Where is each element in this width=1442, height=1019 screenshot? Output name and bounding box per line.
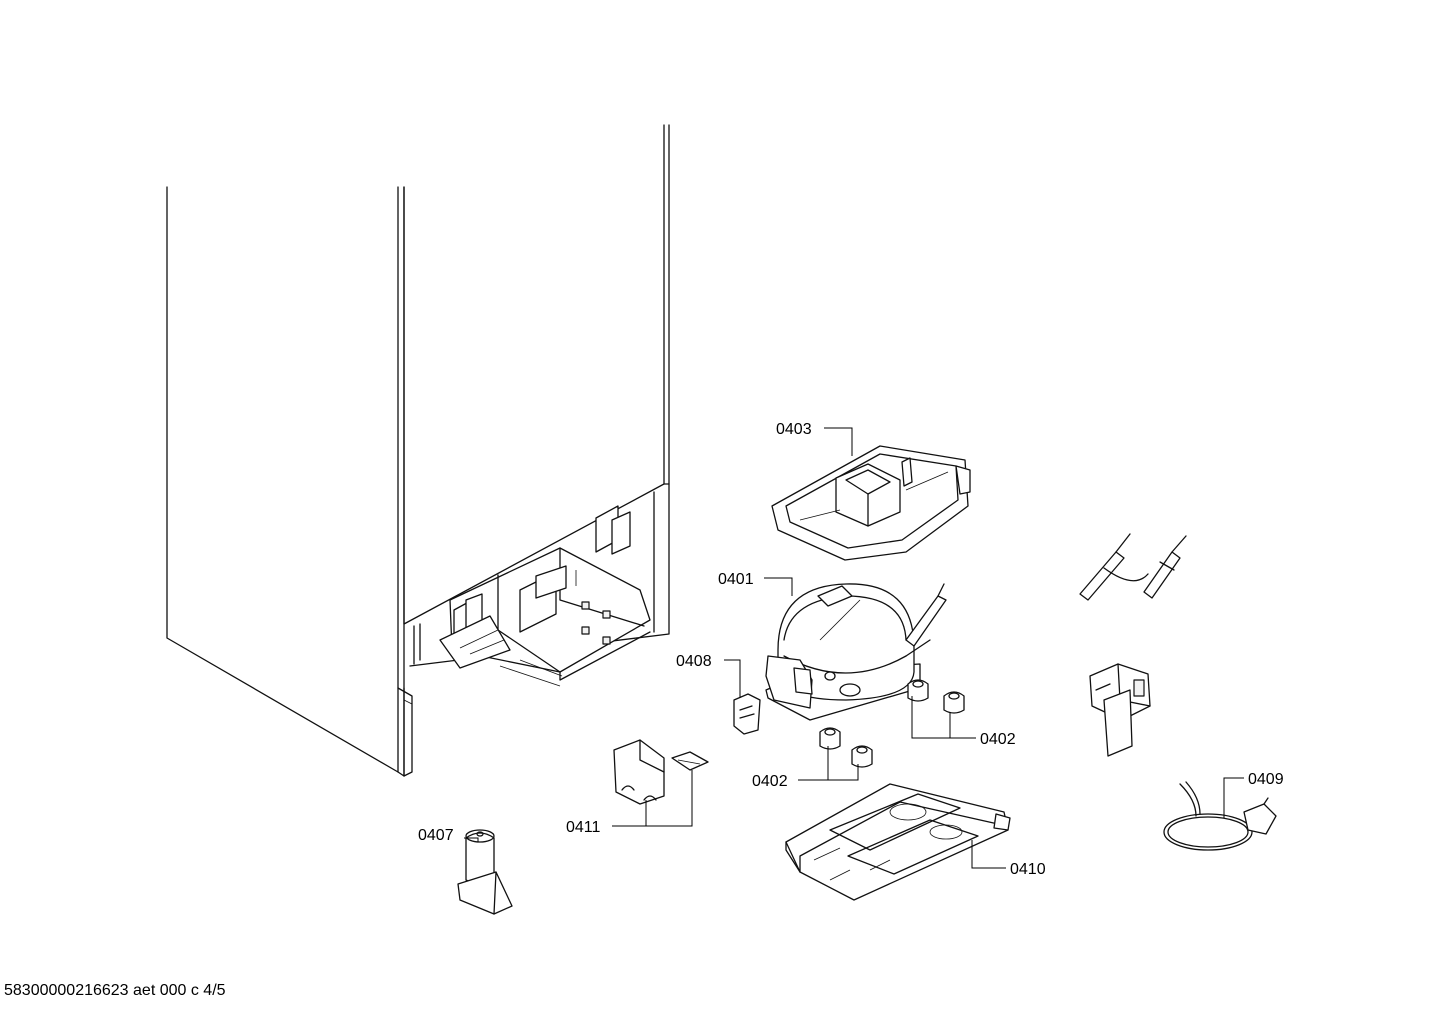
part-label-0402-right: 0402 [980, 731, 1016, 748]
part-label-0409: 0409 [1248, 771, 1284, 788]
grommets-0402 [819, 679, 965, 768]
part-label-0410: 0410 [1010, 861, 1046, 878]
part-label-0407: 0407 [418, 827, 454, 844]
drip-tray-0403 [771, 445, 971, 561]
document-code: 58300000216623 aet 000 c 4/5 [4, 982, 226, 999]
leader-lines [464, 427, 1244, 869]
part-label-0408: 0408 [676, 653, 712, 670]
relay-connector [1089, 663, 1151, 757]
part-label-0411: 0411 [566, 819, 601, 836]
clip-0408 [733, 693, 761, 735]
cover-0411 [613, 739, 709, 805]
compressor-0401 [765, 583, 947, 721]
power-cord-0409 [1163, 781, 1277, 851]
part-0407 [457, 829, 513, 915]
part-label-0403: 0403 [776, 421, 812, 438]
part-label-0401: 0401 [718, 571, 754, 588]
appliance-cabinet [166, 124, 670, 777]
part-label-0402-left: 0402 [752, 773, 788, 790]
base-plate-0410 [785, 783, 1011, 901]
sensor-probes [1079, 533, 1187, 601]
